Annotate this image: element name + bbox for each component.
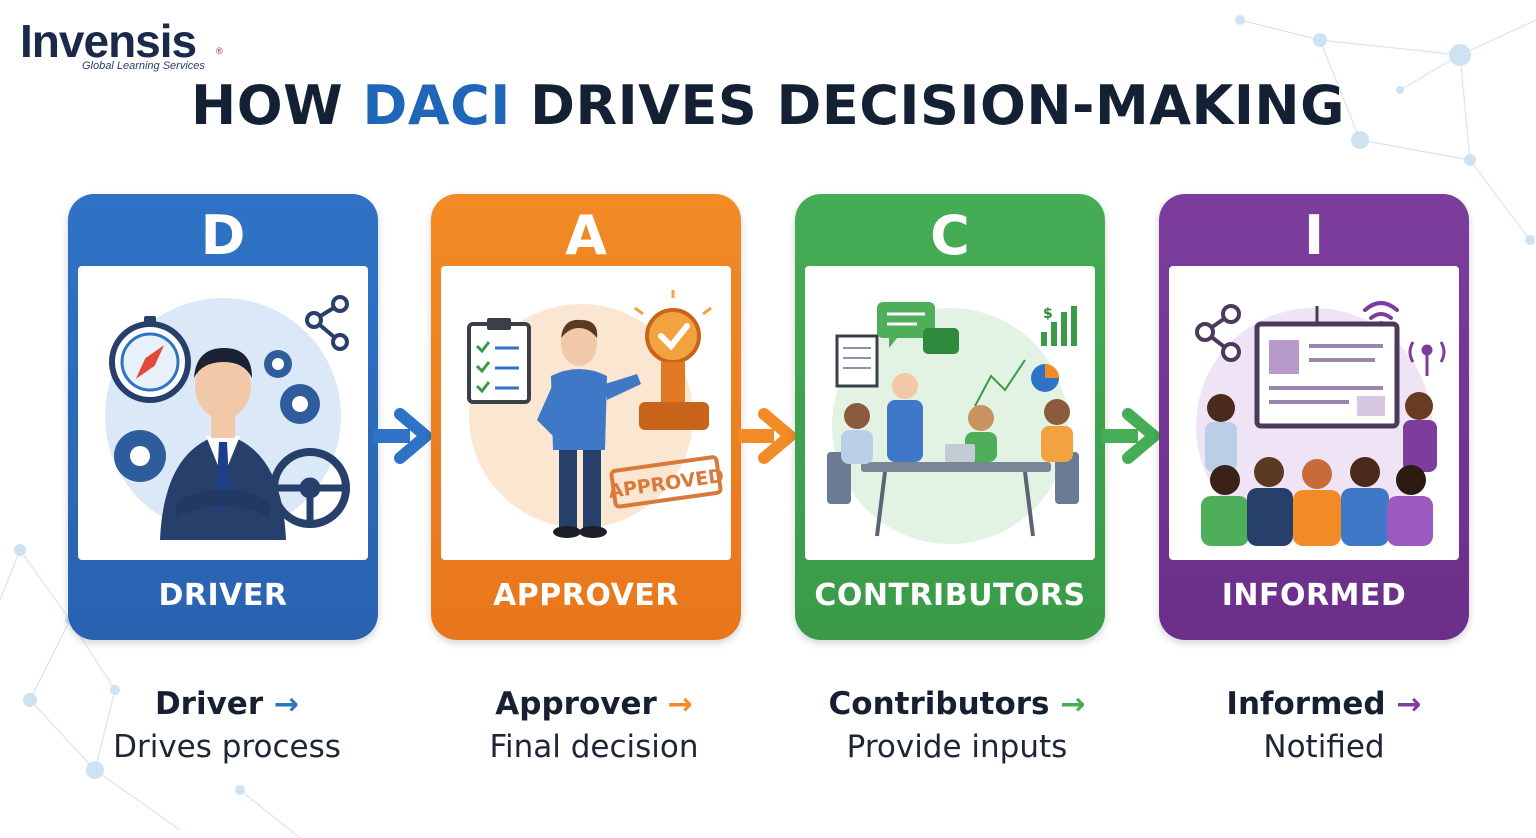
caption-driver: Driver → Drives process [57,684,397,769]
card-role-label: DRIVER [158,578,288,613]
caption-description: Final decision [489,729,699,765]
caption-informed: Informed → Notified [1154,684,1494,769]
logo-tagline: Global Learning Services [82,60,205,72]
caption-description: Drives process [113,729,341,765]
caption-description: Provide inputs [846,729,1068,765]
card-role-label: INFORMED [1221,578,1407,613]
pie-chart-icon [1031,364,1059,392]
arrow-right-icon [374,408,432,464]
arrow-right-icon: → [273,687,300,722]
caption-title: Approver [495,686,657,722]
arrow-right-icon: → [667,687,693,722]
card-letter: C [930,204,970,267]
document-icon [835,334,879,388]
card-informed: I [1159,194,1469,640]
arrow-right-icon [738,408,796,464]
svg-text:$: $ [1043,306,1053,322]
card-role-label: CONTRIBUTORS [814,578,1086,613]
logo-registered-mark: ® [216,46,223,56]
compass-icon [109,316,191,403]
card-driver: D [68,194,378,640]
caption-contributors: Contributors → Provide inputs [787,684,1127,769]
card-role-label: APPROVER [493,578,679,613]
presentation-screen-icon [1254,306,1400,429]
bar-chart-icon [1041,306,1077,346]
clipboard-checklist-icon [467,318,531,404]
arrow-right-icon: → [1396,687,1422,722]
chat-bubble-icon [877,302,959,354]
caption-title: Contributors [828,686,1050,722]
card-letter: I [1303,204,1325,267]
arrow-right-icon: → [1060,687,1086,722]
informed-illustration [1169,266,1459,560]
steering-wheel-icon [270,448,350,528]
card-letter: D [200,204,246,267]
approver-illustration: APPROVED [441,266,731,560]
card-contributors: C $ [795,194,1105,640]
approver-person-icon [537,319,641,538]
title-accent: DACI [362,74,511,137]
card-letter: A [565,204,607,267]
caption-description: Notified [1263,729,1385,765]
logo-wordmark: Invensis [20,15,197,67]
share-icon [305,295,349,351]
presenter-person-icon [1205,392,1437,472]
card-approver: A [431,194,741,640]
invensis-logo: Invensis ® Global Learning Services [20,18,240,74]
caption-title: Driver [154,686,264,722]
contributors-illustration: $ [805,266,1095,560]
gear-icon [114,350,320,482]
arrow-right-icon [1102,408,1160,464]
audience-people-icon [1201,457,1433,546]
share-icon [1195,304,1241,362]
driver-illustration [78,266,368,560]
caption-title: Informed [1226,686,1386,722]
businessman-icon [160,348,286,540]
caption-approver: Approver → Final decision [424,684,764,769]
team-people-icon [841,373,1073,464]
page-title: HOW DACI DRIVES DECISION-MAKING [191,74,1345,137]
broadcast-antenna-icon [1408,341,1446,376]
approval-stamp-icon [634,290,712,430]
